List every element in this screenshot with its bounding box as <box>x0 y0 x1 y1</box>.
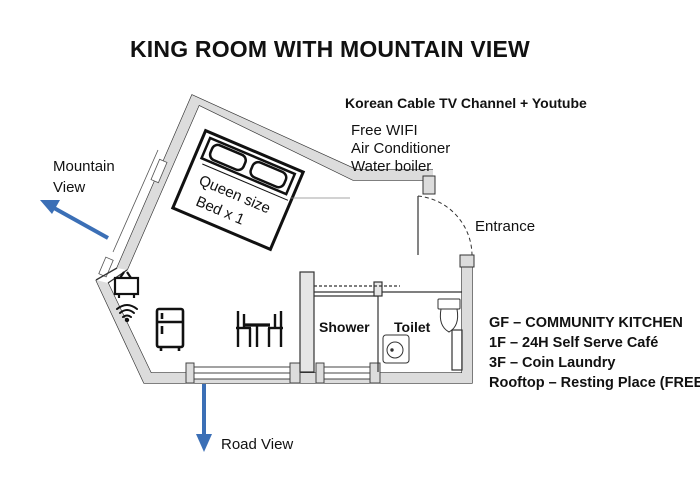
fridge-icon <box>155 307 185 351</box>
floor-3f: 3F – Coin Laundry <box>489 355 616 371</box>
sink-icon <box>382 334 410 364</box>
bed-icon <box>170 128 306 252</box>
road-view-label: Road View <box>221 436 294 453</box>
road-view-arrow <box>196 384 212 452</box>
amenity-water-boiler: Water boiler <box>351 158 432 175</box>
table-chairs-icon <box>236 311 283 347</box>
toilet-icon <box>437 298 461 333</box>
entrance-door <box>417 175 475 268</box>
wall-corner <box>95 267 118 281</box>
wifi-icon <box>116 304 138 323</box>
shower-label: Shower <box>319 319 370 335</box>
toilet-label: Toilet <box>394 319 431 335</box>
floor-1f: 1F – 24H Self Serve Café <box>489 335 659 351</box>
tv-icon <box>113 271 140 298</box>
entrance-label: Entrance <box>475 218 536 235</box>
amenity-wifi: Free WIFI <box>351 122 418 139</box>
window-bottom <box>185 362 381 384</box>
bathroom-walls <box>299 271 463 373</box>
mountain-view-arrow <box>40 200 109 240</box>
mountain-view-label: Mountain <box>53 158 115 175</box>
mountain-view-label-2: View <box>53 179 86 196</box>
page-title: KING ROOM WITH MOUNTAIN VIEW <box>130 36 530 62</box>
floor-gf: GF – COMMUNITY KITCHEN <box>489 315 683 331</box>
tv-amenity: Korean Cable TV Channel + Youtube <box>345 95 587 111</box>
window-left <box>98 149 168 278</box>
amenity-air-conditioner: Air Conditioner <box>351 140 451 157</box>
floor-rooftop: Rooftop – Resting Place (FREE) <box>489 375 700 391</box>
